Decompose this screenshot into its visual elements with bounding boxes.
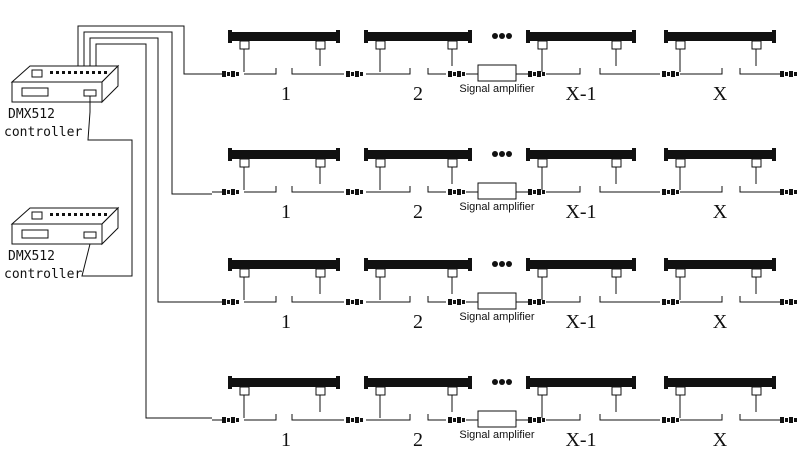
connector-1-2-1 xyxy=(346,71,363,77)
connector-x1-x-1 xyxy=(662,71,679,77)
connector-amp-x1-2 xyxy=(528,189,545,195)
connector-2-amp-2 xyxy=(448,189,465,195)
controller-1: DMX512 controller xyxy=(4,64,120,140)
node-label-3-4: X xyxy=(713,311,728,333)
controller-1-screen xyxy=(21,87,49,97)
light-bar-4-4 xyxy=(664,376,776,418)
connector-amp-x1-4 xyxy=(528,417,545,423)
light-bar-1-2 xyxy=(364,30,472,72)
node-label-4-2: 2 xyxy=(413,429,423,451)
light-bar-3-4 xyxy=(664,258,776,300)
ellipsis-1 xyxy=(492,33,512,39)
controller-1-buttons xyxy=(50,71,107,74)
controller-2-label-line1: DMX512 xyxy=(8,249,55,264)
controller-2-display xyxy=(31,211,43,220)
connector-amp-x1-3 xyxy=(528,299,545,305)
controller-1-label-line1: DMX512 xyxy=(8,107,55,122)
signal-amplifier-3 xyxy=(466,292,528,310)
amplifier-label-4: Signal amplifier xyxy=(459,429,535,441)
node-label-3-3: X-1 xyxy=(565,311,596,333)
connector-1-2-2 xyxy=(346,189,363,195)
amplifier-label-1: Signal amplifier xyxy=(459,83,535,95)
node-label-3-1: 1 xyxy=(281,311,291,333)
signal-amplifier-1 xyxy=(466,64,528,82)
node-label-1-4: X xyxy=(713,83,728,105)
connector-out-4 xyxy=(780,417,797,423)
light-bar-3-1 xyxy=(228,258,340,300)
light-bar-2-2 xyxy=(364,148,472,190)
wire-row-2 xyxy=(83,31,212,195)
controller-1-side xyxy=(101,64,119,104)
wire-row-3 xyxy=(89,37,212,303)
controller-1-display xyxy=(31,69,43,78)
light-bar-2-1 xyxy=(228,148,340,190)
node-label-1-2: 2 xyxy=(413,83,423,105)
node-label-3-2: 2 xyxy=(413,311,423,333)
node-label-4-1: 1 xyxy=(281,429,291,451)
amplifier-label-2: Signal amplifier xyxy=(459,201,535,213)
connector-2-amp-4 xyxy=(448,417,465,423)
connector-in-1 xyxy=(222,71,239,77)
wire-row-4 xyxy=(95,43,212,419)
connector-in-3 xyxy=(222,299,239,305)
controller-2-port xyxy=(83,231,97,239)
node-label-4-4: X xyxy=(713,429,728,451)
connector-x1-x-4 xyxy=(662,417,679,423)
wire-row-1 xyxy=(77,25,212,75)
connector-2-amp-3 xyxy=(448,299,465,305)
node-label-2-2: 2 xyxy=(413,201,423,223)
light-bar-2-3 xyxy=(526,148,636,190)
light-bar-3-2 xyxy=(364,258,472,300)
controller-link-wire xyxy=(81,96,133,277)
connector-out-3 xyxy=(780,299,797,305)
controller-2-side xyxy=(101,206,119,246)
signal-amplifier-4 xyxy=(466,410,528,428)
light-bar-2-4 xyxy=(664,148,776,190)
controller-2-label-line2: controller xyxy=(4,267,82,282)
node-label-2-3: X-1 xyxy=(565,201,596,223)
ellipsis-3 xyxy=(492,261,512,267)
fixture-row-3: Signal amplifier 1 2 X-1 X xyxy=(212,258,797,333)
connector-1-2-3 xyxy=(346,299,363,305)
connector-x1-x-3 xyxy=(662,299,679,305)
connector-out-1 xyxy=(780,71,797,77)
fixture-row-1: Signal amplifier 1 2 X-1 X xyxy=(212,30,797,105)
fixture-row-2: Signal amplifier 1 2 X-1 X xyxy=(212,148,797,223)
controller-wiring xyxy=(77,25,212,419)
connector-x1-x-2 xyxy=(662,189,679,195)
signal-amplifier-2 xyxy=(466,182,528,200)
light-bar-4-1 xyxy=(228,376,340,418)
ellipsis-4 xyxy=(492,379,512,385)
node-label-2-4: X xyxy=(713,201,728,223)
node-label-1-1: 1 xyxy=(281,83,291,105)
controller-1-port xyxy=(83,89,97,97)
connector-amp-x1-1 xyxy=(528,71,545,77)
controller-2: DMX512 controller xyxy=(4,206,120,282)
connector-2-amp-1 xyxy=(448,71,465,77)
connector-out-2 xyxy=(780,189,797,195)
node-label-4-3: X-1 xyxy=(565,429,596,451)
amplifier-label-3: Signal amplifier xyxy=(459,311,535,323)
light-bar-3-3 xyxy=(526,258,636,300)
light-bar-1-4 xyxy=(664,30,776,72)
connector-1-2-4 xyxy=(346,417,363,423)
light-bar-4-3 xyxy=(526,376,636,418)
controller-2-buttons xyxy=(50,213,107,216)
ellipsis-2 xyxy=(492,151,512,157)
connector-in-2 xyxy=(222,189,239,195)
controller-1-label-line2: controller xyxy=(4,125,82,140)
connector-in-4 xyxy=(222,417,239,423)
light-bar-1-1 xyxy=(228,30,340,72)
light-bar-1-3 xyxy=(526,30,636,72)
node-label-1-3: X-1 xyxy=(565,83,596,105)
controller-2-screen xyxy=(21,229,49,239)
light-bar-4-2 xyxy=(364,376,472,418)
node-label-2-1: 1 xyxy=(281,201,291,223)
fixture-row-4: Signal amplifier 1 2 X-1 X xyxy=(212,376,797,451)
